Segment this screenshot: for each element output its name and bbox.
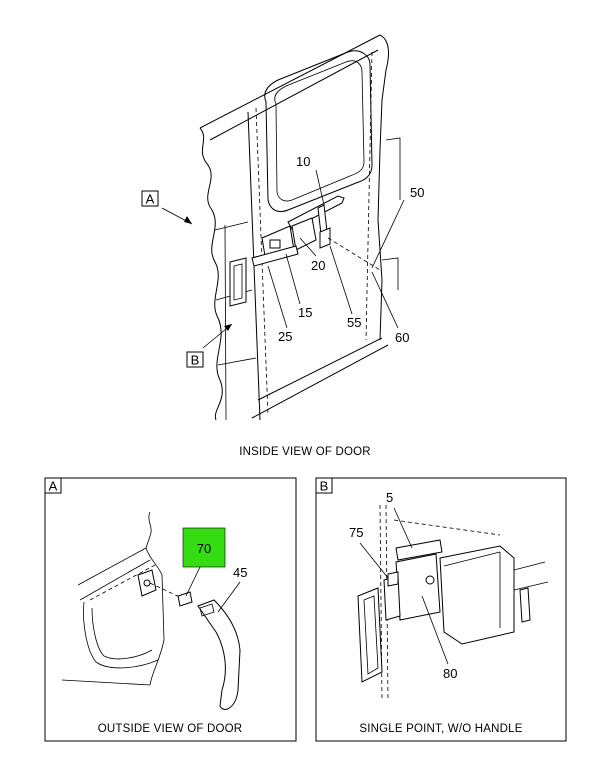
part-60: 60 <box>395 330 409 345</box>
main-leader-lines <box>161 169 405 349</box>
part-70: 70 <box>197 541 211 556</box>
detail-b-tag: B <box>320 479 329 494</box>
detail-b-tag-box <box>315 477 333 494</box>
part-10: 10 <box>296 154 310 169</box>
part-80: 80 <box>443 666 457 681</box>
inside-door-drawing <box>199 34 401 421</box>
part-20: 20 <box>311 258 325 273</box>
detail-a-tag: A <box>49 479 58 494</box>
part-15: 15 <box>298 305 312 320</box>
part-70-highlight <box>182 527 226 568</box>
main-caption: INSIDE VIEW OF DOOR <box>239 446 371 458</box>
detail-b-frame <box>315 477 567 742</box>
detail-a-tag-box <box>44 477 62 494</box>
part-25: 25 <box>278 329 292 344</box>
part-55: 55 <box>347 315 361 330</box>
detail-a-frame <box>44 477 297 742</box>
detail-a-panel: A 70 45 OUTSIDE VIEW OF DOOR <box>44 477 297 742</box>
part-45: 45 <box>233 565 247 580</box>
callout-a-label: A <box>146 192 155 207</box>
part-75: 75 <box>349 525 363 540</box>
callout-b-label: B <box>191 353 200 368</box>
detail-b-panel: B 5 75 80 SINGLE POINT, W/O HANDLE <box>315 477 567 742</box>
main-part-labels: 10 50 20 15 25 55 60 <box>278 154 424 345</box>
part-5: 5 <box>386 490 393 505</box>
callout-b-main: B <box>186 351 204 368</box>
detail-b-caption: SINGLE POINT, W/O HANDLE <box>359 723 522 735</box>
callout-a-main: A <box>141 190 159 207</box>
part-50: 50 <box>410 185 424 200</box>
detail-a-caption: OUTSIDE VIEW OF DOOR <box>98 723 243 735</box>
